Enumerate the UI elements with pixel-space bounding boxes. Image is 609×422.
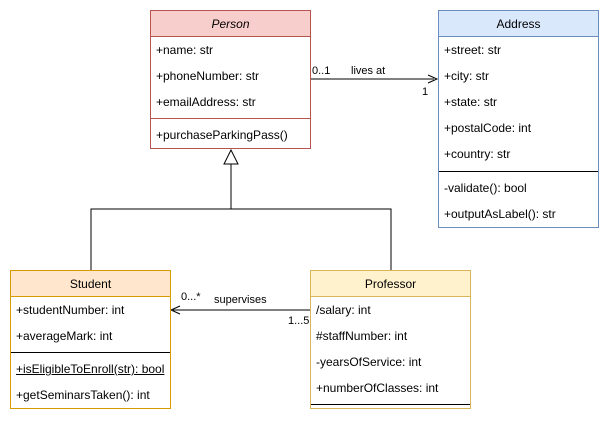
lives-at-target-multiplicity: 1: [422, 86, 429, 98]
professor-attribute: /salary: int: [316, 303, 371, 317]
lives-at-source-multiplicity: 0..1: [312, 65, 331, 77]
address-attribute: +state: str: [444, 95, 498, 109]
professor-class[interactable]: Professor /salary: int #staffNumber: int…: [310, 270, 471, 409]
address-divider: [439, 171, 598, 172]
professor-attribute: -yearsOfService: int: [316, 355, 422, 369]
person-method: +purchaseParkingPass(): [156, 128, 288, 142]
address-class[interactable]: Address +street: str +city: str +state: …: [438, 10, 599, 228]
professor-divider: [311, 404, 470, 405]
student-class[interactable]: Student +studentNumber: int +averageMark…: [10, 270, 171, 409]
student-class-title: Student: [11, 271, 170, 297]
student-method: +getSeminarsTaken(): int: [16, 388, 150, 402]
address-attribute: +city: str: [444, 69, 490, 83]
lives-at-label: lives at: [351, 65, 386, 77]
student-generalization-line: [90, 164, 232, 270]
supervises-label: supervises: [214, 294, 267, 306]
address-method: +outputAsLabel(): str: [444, 207, 556, 221]
address-attribute: +street: str: [444, 43, 502, 57]
supervises-arrowhead: [169, 305, 181, 315]
student-attribute: +studentNumber: int: [16, 303, 125, 317]
inheritance-arrowhead: [223, 148, 239, 165]
professor-generalization-line: [231, 208, 392, 270]
address-method: -validate(): bool: [444, 181, 527, 195]
professor-attribute: #staffNumber: int: [316, 329, 408, 343]
person-class[interactable]: Person +name: str +phoneNumber: str +ema…: [150, 10, 311, 149]
address-attribute: +postalCode: int: [444, 121, 532, 135]
person-attribute: +phoneNumber: str: [156, 69, 260, 83]
professor-attribute: +numberOfClasses: int: [316, 381, 439, 395]
student-attribute: +averageMark: int: [16, 329, 113, 343]
supervises-target-multiplicity: 0...*: [181, 291, 201, 303]
person-class-title: Person: [151, 11, 310, 37]
supervises-source-multiplicity: 1...5: [288, 315, 310, 327]
person-attribute: +emailAddress: str: [156, 95, 256, 109]
address-class-title: Address: [439, 11, 598, 37]
professor-class-title: Professor: [311, 271, 470, 297]
address-attribute: +country: str: [444, 147, 511, 161]
student-static-method: +isEligibleToEnroll(str): bool: [16, 362, 165, 376]
student-divider: [11, 352, 170, 353]
person-attribute: +name: str: [156, 43, 214, 57]
lives-at-arrowhead: [427, 74, 439, 84]
person-divider: [151, 118, 310, 119]
